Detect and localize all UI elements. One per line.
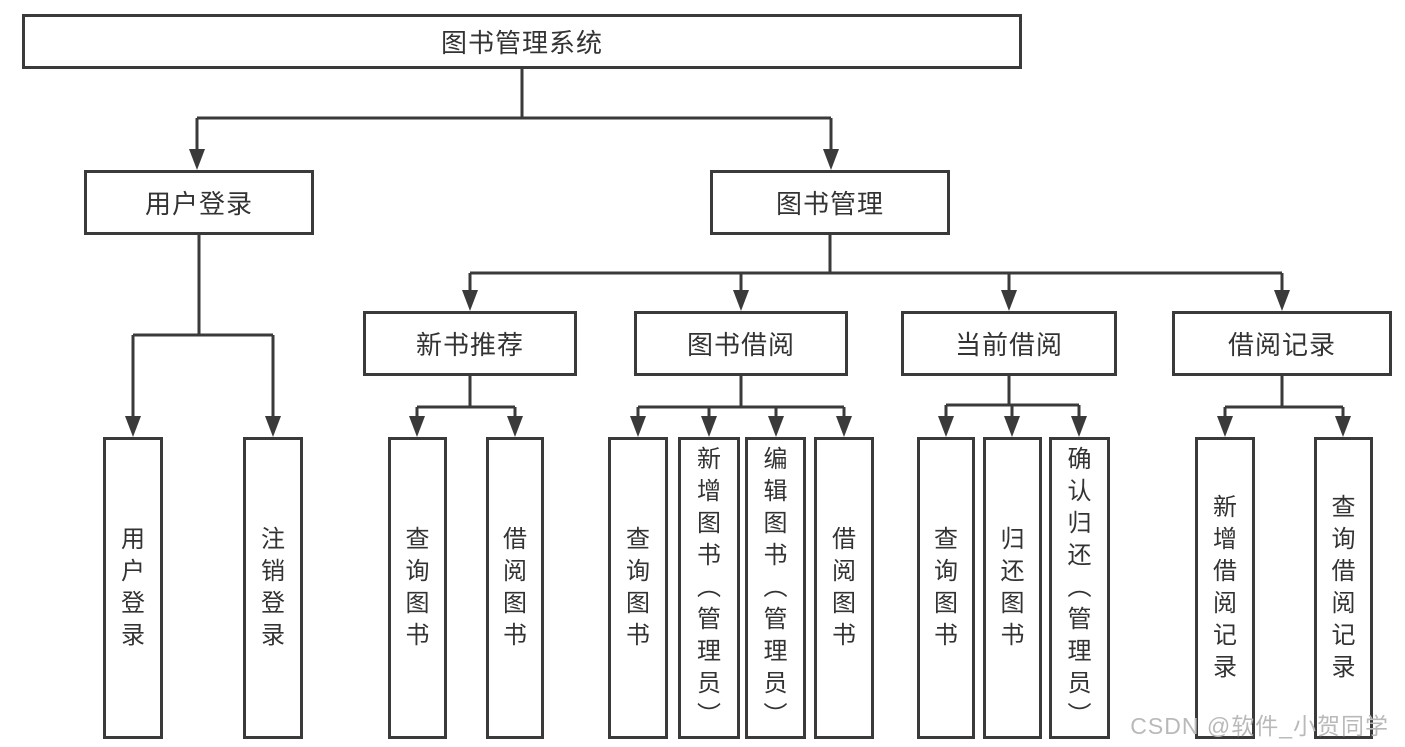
leaf-query-books-borrow: 查询图书	[608, 437, 668, 739]
leaf-query-books-current: 查询图书	[917, 437, 975, 739]
connector-root-to-level1	[189, 69, 839, 170]
connector-book-borrow-children	[630, 376, 852, 437]
node-new-book-recommend: 新书推荐	[363, 311, 577, 376]
leaf-query-borrow-record: 查询借阅记录	[1314, 437, 1373, 739]
node-user-login: 用户登录	[84, 170, 314, 235]
leaf-borrow-books: 借阅图书	[814, 437, 874, 739]
leaf-edit-books-admin: 编辑图书︵管理员︶	[745, 437, 806, 739]
leaf-add-borrow-record: 新增借阅记录	[1195, 437, 1255, 739]
connector-user-login-children	[125, 235, 281, 437]
node-borrow-records: 借阅记录	[1172, 311, 1392, 376]
leaf-confirm-return-admin: 确认归还︵管理员︶	[1049, 437, 1110, 739]
connector-book-management-children	[462, 235, 1290, 311]
leaf-borrow-books-recommend: 借阅图书	[486, 437, 544, 739]
connector-current-borrow-children	[938, 376, 1087, 437]
leaf-logout-login: 注销登录	[243, 437, 303, 739]
leaf-user-login: 用户登录	[103, 437, 163, 739]
node-book-management: 图书管理	[710, 170, 950, 235]
leaf-query-books-recommend: 查询图书	[388, 437, 447, 739]
csdn-watermark: CSDN @软件_小贺同学	[1130, 713, 1389, 739]
leaf-add-books-admin: 新增图书︵管理员︶	[678, 437, 740, 739]
connector-borrow-record-children	[1217, 376, 1351, 437]
node-book-borrow: 图书借阅	[634, 311, 848, 376]
connector-new-book-children	[409, 376, 523, 437]
leaf-return-books: 归还图书	[983, 437, 1042, 739]
node-library-system: 图书管理系统	[22, 14, 1022, 69]
node-current-borrow: 当前借阅	[901, 311, 1117, 376]
